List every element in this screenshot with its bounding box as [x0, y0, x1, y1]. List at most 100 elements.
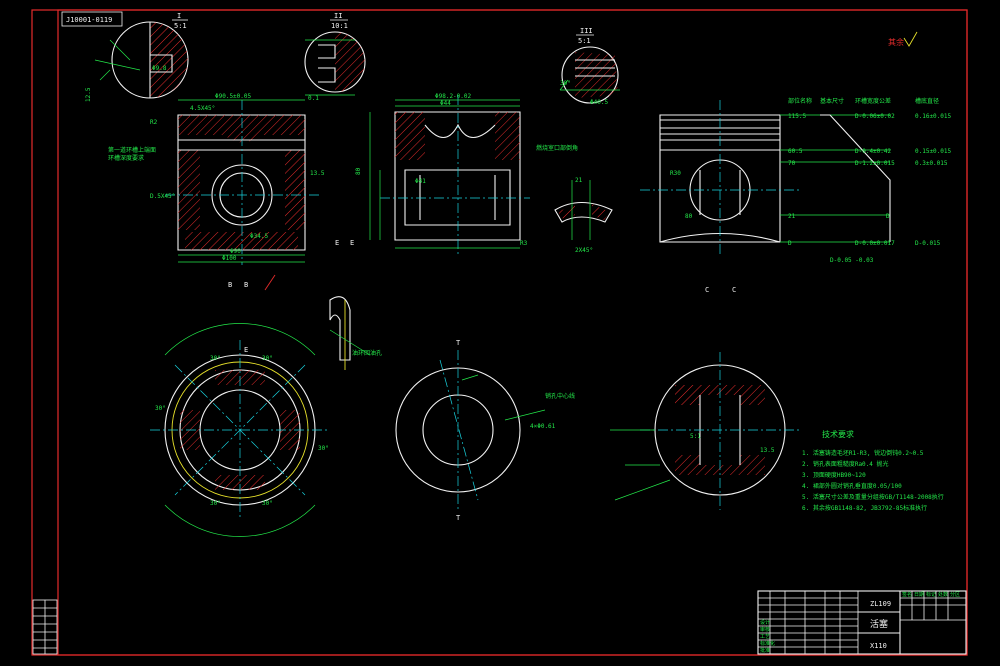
tech-item-4: 4. 裙部外圆对销孔垂直度0.05/100 — [802, 482, 902, 490]
dim-d3: Φ98.2-0.02 — [435, 93, 472, 100]
inner-frame — [57, 9, 968, 656]
dim-d7: D.5X45° — [150, 193, 175, 200]
dim-d21: 80 — [355, 167, 362, 175]
ring-row-1-dia: 0.16±0.015 — [915, 113, 952, 120]
roughness-check-icon — [903, 31, 918, 47]
ring-table-header-2: 基本尺寸 — [820, 97, 844, 105]
tech-title: 技术要求 — [822, 429, 854, 439]
ring-groove-table: 部位名称 基本尺寸 环槽宽度公差 槽底直径 115.5 D-0.06±0.02 … — [788, 97, 952, 264]
rev-label-5: 分区 — [950, 591, 960, 598]
view-mark-c-left: C — [705, 286, 709, 294]
dim-d23: 4×Φ0.61 — [530, 423, 556, 430]
piston-bottom-view: 30° 30° 30° 30° 30° 30° E — [150, 323, 330, 537]
dim-d9: 30° — [560, 80, 571, 87]
dim-d17: 2X45° — [575, 247, 593, 254]
view-mark-e-a: E — [335, 239, 339, 247]
ring-row-5-size: D — [788, 240, 792, 247]
ring-table-header-4: 槽底直径 — [915, 97, 939, 105]
piston-front-section: Φ90.5±0.05 4.5X45° Φ90 Φ100 D.5X45° Φ34.… — [108, 93, 325, 291]
ring-table-header-3: 环槽宽度公差 — [855, 97, 891, 105]
dim-d1: 4.5X45° — [190, 105, 215, 112]
view-mark-e-b: E — [350, 239, 354, 247]
detail-2-letter: II — [334, 12, 342, 20]
ring-row-3-size: 70 — [788, 160, 796, 167]
dim-d22: Φ41 — [415, 178, 426, 185]
detail-1-scale: 5:1 — [174, 22, 187, 30]
ring-row-2-size: 60.5 — [788, 148, 803, 155]
dim-angle-6: 30° — [262, 500, 273, 507]
rev-label-1: 签名 — [902, 591, 912, 598]
dim-angle-2: 30° — [262, 355, 273, 362]
ring-table-header-1: 部位名称 — [788, 97, 812, 105]
tb-label-4: 标准化 — [760, 640, 775, 647]
tb-label-1: 设计 — [760, 619, 770, 626]
ring-row-1-size: 115.5 — [788, 113, 806, 120]
dim-d11: Φ9.8 — [152, 65, 167, 72]
dim-d8: 12.5 — [85, 87, 92, 102]
dim-d12: R2 — [150, 119, 158, 126]
outer-frame — [31, 9, 968, 656]
view-mark-t-top: T — [456, 339, 461, 347]
ring-row-4-size: 21 — [788, 213, 796, 220]
detail-view-2: II 10:1 0.1 — [304, 12, 366, 102]
callout-c2: 燃烧室口部倒角 — [536, 144, 578, 152]
ring-row-2-dia: 0.15±0.015 — [915, 148, 952, 155]
dim-angle-3: 30° — [155, 405, 166, 412]
dim-d19: Φ40.5 — [590, 99, 608, 106]
callout-c4: 销孔中心线 — [545, 392, 575, 400]
dim-d2: Φ90.5±0.05 — [215, 93, 252, 100]
detail-view-1: I 5:1 Φ9.8 12.5 — [85, 12, 189, 102]
detail-view-3: III 5:1 Φ40.5 30° — [559, 27, 620, 106]
title-block: ZL109 活塞 X110 签名 日期 标记 处数 分区 设计 审核 工艺 标准… — [757, 590, 967, 655]
view-mark-e-c: E — [244, 346, 248, 354]
dim-d21-b: 80 — [685, 213, 693, 220]
callout-c5: 环槽深度要求 — [108, 154, 144, 162]
tech-item-6: 6. 其余按GB1148-82, JB3792-85标准执行 — [802, 504, 927, 512]
surface-roughness-mark: 其余 — [888, 37, 904, 47]
ring-table-note: D-0.05 -0.03 — [830, 257, 874, 264]
rev-label-2: 日期 — [914, 592, 924, 598]
tech-item-3: 3. 顶面硬度HB90~120 — [802, 471, 866, 479]
ring-row-3-dia: 0.3±0.015 — [915, 160, 948, 167]
ring-row-4-dia: D — [886, 213, 890, 220]
piston-elevation-view: R30 80 C C — [640, 100, 891, 294]
dim-d16: 0.1 — [308, 95, 319, 102]
tb-label-3: 工艺 — [760, 634, 770, 640]
pin-boss-detail: 21 2X45° — [554, 177, 613, 254]
pin-hole-section: 5:1 13.5 — [610, 352, 800, 510]
dim-d18: 5:1 — [690, 433, 701, 440]
drawing-number: J10001-0119 — [66, 16, 112, 24]
dim-d14: R3 — [520, 240, 528, 247]
drawing-number-box — [61, 11, 123, 27]
detail-2-scale: 10:1 — [331, 22, 348, 30]
title-part-name: 活塞 — [870, 618, 888, 630]
ring-row-1-tol: D-0.06±0.02 — [855, 113, 895, 120]
dim-d20: 13.5 — [310, 170, 325, 177]
rev-label-4: 处数 — [938, 591, 948, 598]
dim-angle-5: 30° — [210, 500, 221, 507]
detail-3-letter: III — [580, 27, 593, 35]
dim-d15: 21 — [575, 177, 583, 184]
dim-d6: Φ34.5 — [250, 233, 268, 240]
piston-crown-view: T T 销孔中心线 4×Φ0.61 — [395, 339, 575, 522]
view-mark-c-right: C — [732, 286, 736, 294]
rev-label-3: 标记 — [926, 591, 936, 598]
ring-row-2-tol: D-0.4±0.42 — [855, 148, 892, 155]
piston-side-section: Φ98.2-0.02 Φ44 Φ41 燃烧室口部倒角 80 R3 E E — [335, 93, 578, 255]
ring-row-3-tol: D-1.2±0.015 — [855, 160, 895, 167]
dim-angle-4: 30° — [318, 445, 329, 452]
dim-angle-1: 30° — [210, 355, 221, 362]
tech-item-1: 1. 活塞铸造毛坯R1-R3, 锐边倒钝0.2~0.5 — [802, 449, 924, 457]
view-mark-b-left: B — [228, 281, 232, 289]
view-mark-b-right: B — [244, 281, 248, 289]
detail-3-scale: 5:1 — [578, 37, 591, 45]
dim-d10: Φ44 — [440, 100, 451, 107]
ring-row-5-dia: D-0.015 — [915, 240, 941, 247]
detail-1-letter: I — [177, 12, 181, 20]
dim-d13: R30 — [670, 170, 681, 177]
callout-c1: 第一道环槽上端面 — [108, 146, 156, 154]
callout-c3: 油环回油孔 — [352, 349, 382, 357]
title-scale: X110 — [870, 642, 887, 650]
